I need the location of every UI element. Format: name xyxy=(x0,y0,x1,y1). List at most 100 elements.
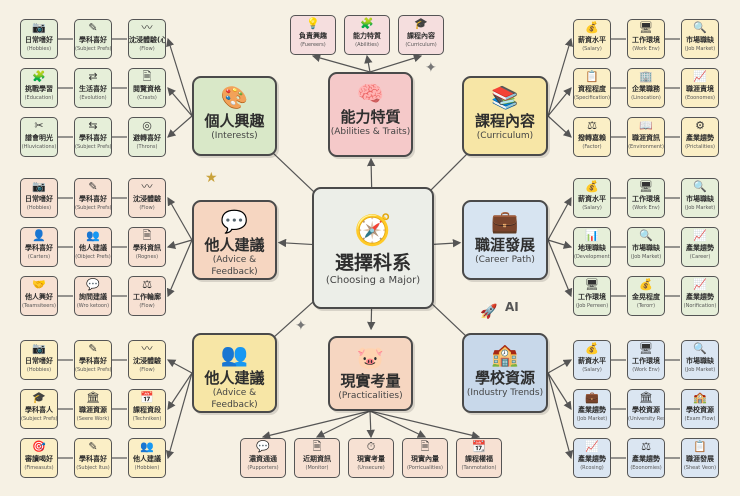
leaf-node[interactable]: 📈產業趨勢(Norification) xyxy=(681,276,719,316)
hub-label: 學校資源 xyxy=(474,369,535,387)
leaf-label: 學校資源 xyxy=(632,406,660,414)
leaf-node[interactable]: 💰金晃程度(Terorr) xyxy=(627,276,665,316)
leaf-node[interactable]: 🔍市場職缺(Job Market) xyxy=(681,19,719,59)
leaf-node[interactable]: 🤝他人興好(Teamsiteers) xyxy=(20,276,58,316)
leaf-sublabel: (Work Env) xyxy=(632,46,660,52)
leaf-node[interactable]: 🧩挑戰學習(Education) xyxy=(20,68,58,108)
hub-interests[interactable]: 🎨 個人興趣 (Interests) xyxy=(192,76,277,156)
leaf-sublabel: (Rcosing) xyxy=(580,465,604,471)
leaf-node[interactable]: 🎓學科喜人(Subject Prefs) xyxy=(20,389,58,429)
leaf-node[interactable]: 📈職涯責境(Eoonomes) xyxy=(681,68,719,108)
leaf-label: 金晃程度 xyxy=(632,293,660,301)
leaf-node[interactable]: 📖職涯資訊(Environment) xyxy=(627,117,665,157)
leaf-icon: 🖥 xyxy=(585,278,599,291)
connector-line xyxy=(547,87,572,117)
books-icon: 📚 xyxy=(491,86,519,111)
leaf-node[interactable]: 🗎現實內量(Porricualities) xyxy=(402,438,448,478)
leaf-node[interactable]: 👥他人建議(Oibject Prefs) xyxy=(74,227,112,267)
hub-abilities[interactable]: 🧠 能力特質 (Abilities & Traits) xyxy=(328,72,413,157)
leaf-sublabel: (Hluvications) xyxy=(21,144,57,150)
leaf-node[interactable]: ⚙產業趨勢(Prictalities) xyxy=(681,117,719,157)
leaf-node[interactable]: ⚖撥轉嘉賴(Factor) xyxy=(573,117,611,157)
leaf-node[interactable]: 💬詢問建議(Wro ketoon) xyxy=(74,276,112,316)
leaf-node[interactable]: 💰薪資水平(Salary) xyxy=(573,178,611,218)
leaf-node[interactable]: 💡負責興趣(Fuereers) xyxy=(290,15,336,55)
leaf-node[interactable]: 🗎近期資訊(Monitor) xyxy=(294,438,340,478)
leaf-node[interactable]: 〰沈浸體驗(Flow) xyxy=(128,178,166,218)
hub-label: 職涯發展 xyxy=(474,236,535,254)
leaf-node[interactable]: 〰沈浸體驗(Flow) xyxy=(128,340,166,380)
leaf-sublabel: (Salary) xyxy=(582,367,602,373)
leaf-node[interactable]: 🗎閱覽資格(Crasts) xyxy=(128,68,166,108)
leaf-node[interactable]: 🏛學校資源(University Resources) xyxy=(627,389,665,429)
hub-curriculum[interactable]: 📚 課程內容 (Curriculum) xyxy=(462,76,548,156)
leaf-node[interactable]: 📷日常嗜好(Hobbies) xyxy=(20,340,58,380)
leaf-node[interactable]: 🔍市場職缺(Job Market) xyxy=(627,227,665,267)
leaf-node[interactable]: 📈產業趨勢(Rcosing) xyxy=(573,438,611,478)
leaf-node[interactable]: 📋職涯發展(Sheat Veon) xyxy=(681,438,719,478)
leaf-node[interactable]: 🎯審讀喝好(Fimeasuts) xyxy=(20,438,58,478)
leaf-node[interactable]: ⚖工作輪廓(Flow) xyxy=(128,276,166,316)
leaf-icon: ⇆ xyxy=(88,119,98,132)
leaf-node[interactable]: ✎學科喜好(Subject Itus) xyxy=(74,438,112,478)
leaf-node[interactable]: 📷日常嗜好(Hobbies) xyxy=(20,178,58,218)
leaf-icon: 💰 xyxy=(585,180,599,193)
leaf-node[interactable]: 📊地理職缺(Development) xyxy=(573,227,611,267)
leaf-node[interactable]: 🖥工作環境(Work Env) xyxy=(627,178,665,218)
hub-sublabel: (Interests) xyxy=(211,131,258,141)
leaf-label: 課程內容 xyxy=(407,32,435,40)
leaf-node[interactable]: 💰薪資水平(Salary) xyxy=(573,340,611,380)
leaf-node[interactable]: 🎓課程內容(Curriculum) xyxy=(398,15,444,55)
leaf-node[interactable]: ✎學科喜好(Subject Prefs) xyxy=(74,19,112,59)
leaf-node[interactable]: 💬濃資通通(Pupporters) xyxy=(240,438,286,478)
connector-line xyxy=(311,53,371,73)
leaf-node[interactable]: 〰沈浸體驗(心流)(Flow) xyxy=(128,19,166,59)
leaf-node[interactable]: 🧩能力特質(Abilities) xyxy=(344,15,390,55)
leaf-node[interactable]: 📈產業趨勢(Career) xyxy=(681,227,719,267)
leaf-node[interactable]: 📷日常嗜好(Hobbies) xyxy=(20,19,58,59)
leaf-node[interactable]: ⇆學科喜好(Subject Prefs) xyxy=(74,117,112,157)
leaf-node[interactable]: ⚖產業趨勢(Eoonomies) xyxy=(627,438,665,478)
leaf-icon: 🔍 xyxy=(693,342,707,355)
leaf-label: 沈浸體驗(心流) xyxy=(129,36,165,44)
center-node[interactable]: 🧭 選擇科系 (Choosing a Major) xyxy=(312,187,434,309)
leaf-sublabel: (Career) xyxy=(689,254,711,260)
leaf-node[interactable]: 👤學科喜好(Carters) xyxy=(20,227,58,267)
leaf-node[interactable]: 🏫學校資源(Exam Flow) xyxy=(681,389,719,429)
leaf-node[interactable]: ⇄生活喜好(Evolution) xyxy=(74,68,112,108)
leaf-sublabel: (Salary) xyxy=(582,205,602,211)
leaf-node[interactable]: 🔍市場職缺(Job Market) xyxy=(681,340,719,380)
hub-advice-lower[interactable]: 👥 他人建議 (Advice & Feedback) xyxy=(192,333,277,413)
leaf-node[interactable]: ✂譜會明光(Hluvications) xyxy=(20,117,58,157)
leaf-icon: 🤝 xyxy=(32,278,46,291)
leaf-node[interactable]: 🏢企業職務(Linocation) xyxy=(627,68,665,108)
leaf-node[interactable]: ✎學科喜好(Subject Prefs) xyxy=(74,340,112,380)
leaf-sublabel: (Crasts) xyxy=(137,95,157,101)
leaf-node[interactable]: ✎學科喜好(Subject Prefs) xyxy=(74,178,112,218)
hub-school-resources[interactable]: 🏫 學校資源 (Industry Trends) xyxy=(462,333,548,413)
people-icon: 👥 xyxy=(220,343,249,368)
leaf-node[interactable]: 🖥工作環境(Work Env) xyxy=(627,19,665,59)
leaf-node[interactable]: ◎避轉喜好(Throns) xyxy=(128,117,166,157)
leaf-icon: 🧩 xyxy=(32,70,46,83)
leaf-sublabel: (Eoonomies) xyxy=(630,465,662,471)
leaf-node[interactable]: 🖥工作環境(Job Perreen) xyxy=(573,276,611,316)
leaf-node[interactable]: 🗎學科資訊(Rognes) xyxy=(128,227,166,267)
leaf-node[interactable]: 👥他人建議(Hobbien) xyxy=(128,438,166,478)
hub-advice-middle[interactable]: 💬 他人建議 (Advice & Feedback) xyxy=(192,200,277,280)
leaf-node[interactable]: 🖥工作環境(Work Env) xyxy=(627,340,665,380)
leaf-label: 地理職缺 xyxy=(578,244,606,252)
leaf-node[interactable]: 📆課程權福(Tanmotation) xyxy=(456,438,502,478)
leaf-sublabel: (Development) xyxy=(574,254,611,260)
leaf-node[interactable]: ⏱現實考量(Unsecure) xyxy=(348,438,394,478)
hub-career-path[interactable]: 💼 職涯發展 (Career Path) xyxy=(462,200,548,280)
connector-line xyxy=(166,239,193,298)
leaf-node[interactable]: 📅課程資段(Techniken) xyxy=(128,389,166,429)
hub-practicalities[interactable]: 🐷 現實考量 (Practicalities) xyxy=(328,336,413,411)
leaf-node[interactable]: 📋資程程度(Specification) xyxy=(573,68,611,108)
leaf-icon: 💰 xyxy=(585,21,599,34)
leaf-node[interactable]: 🏛職涯資源(Seere Work) xyxy=(74,389,112,429)
leaf-node[interactable]: 💰薪資水平(Salary) xyxy=(573,19,611,59)
leaf-node[interactable]: 🔍市場職缺(Job Market) xyxy=(681,178,719,218)
leaf-node[interactable]: 💼產業趨勢(Job Market) xyxy=(573,389,611,429)
